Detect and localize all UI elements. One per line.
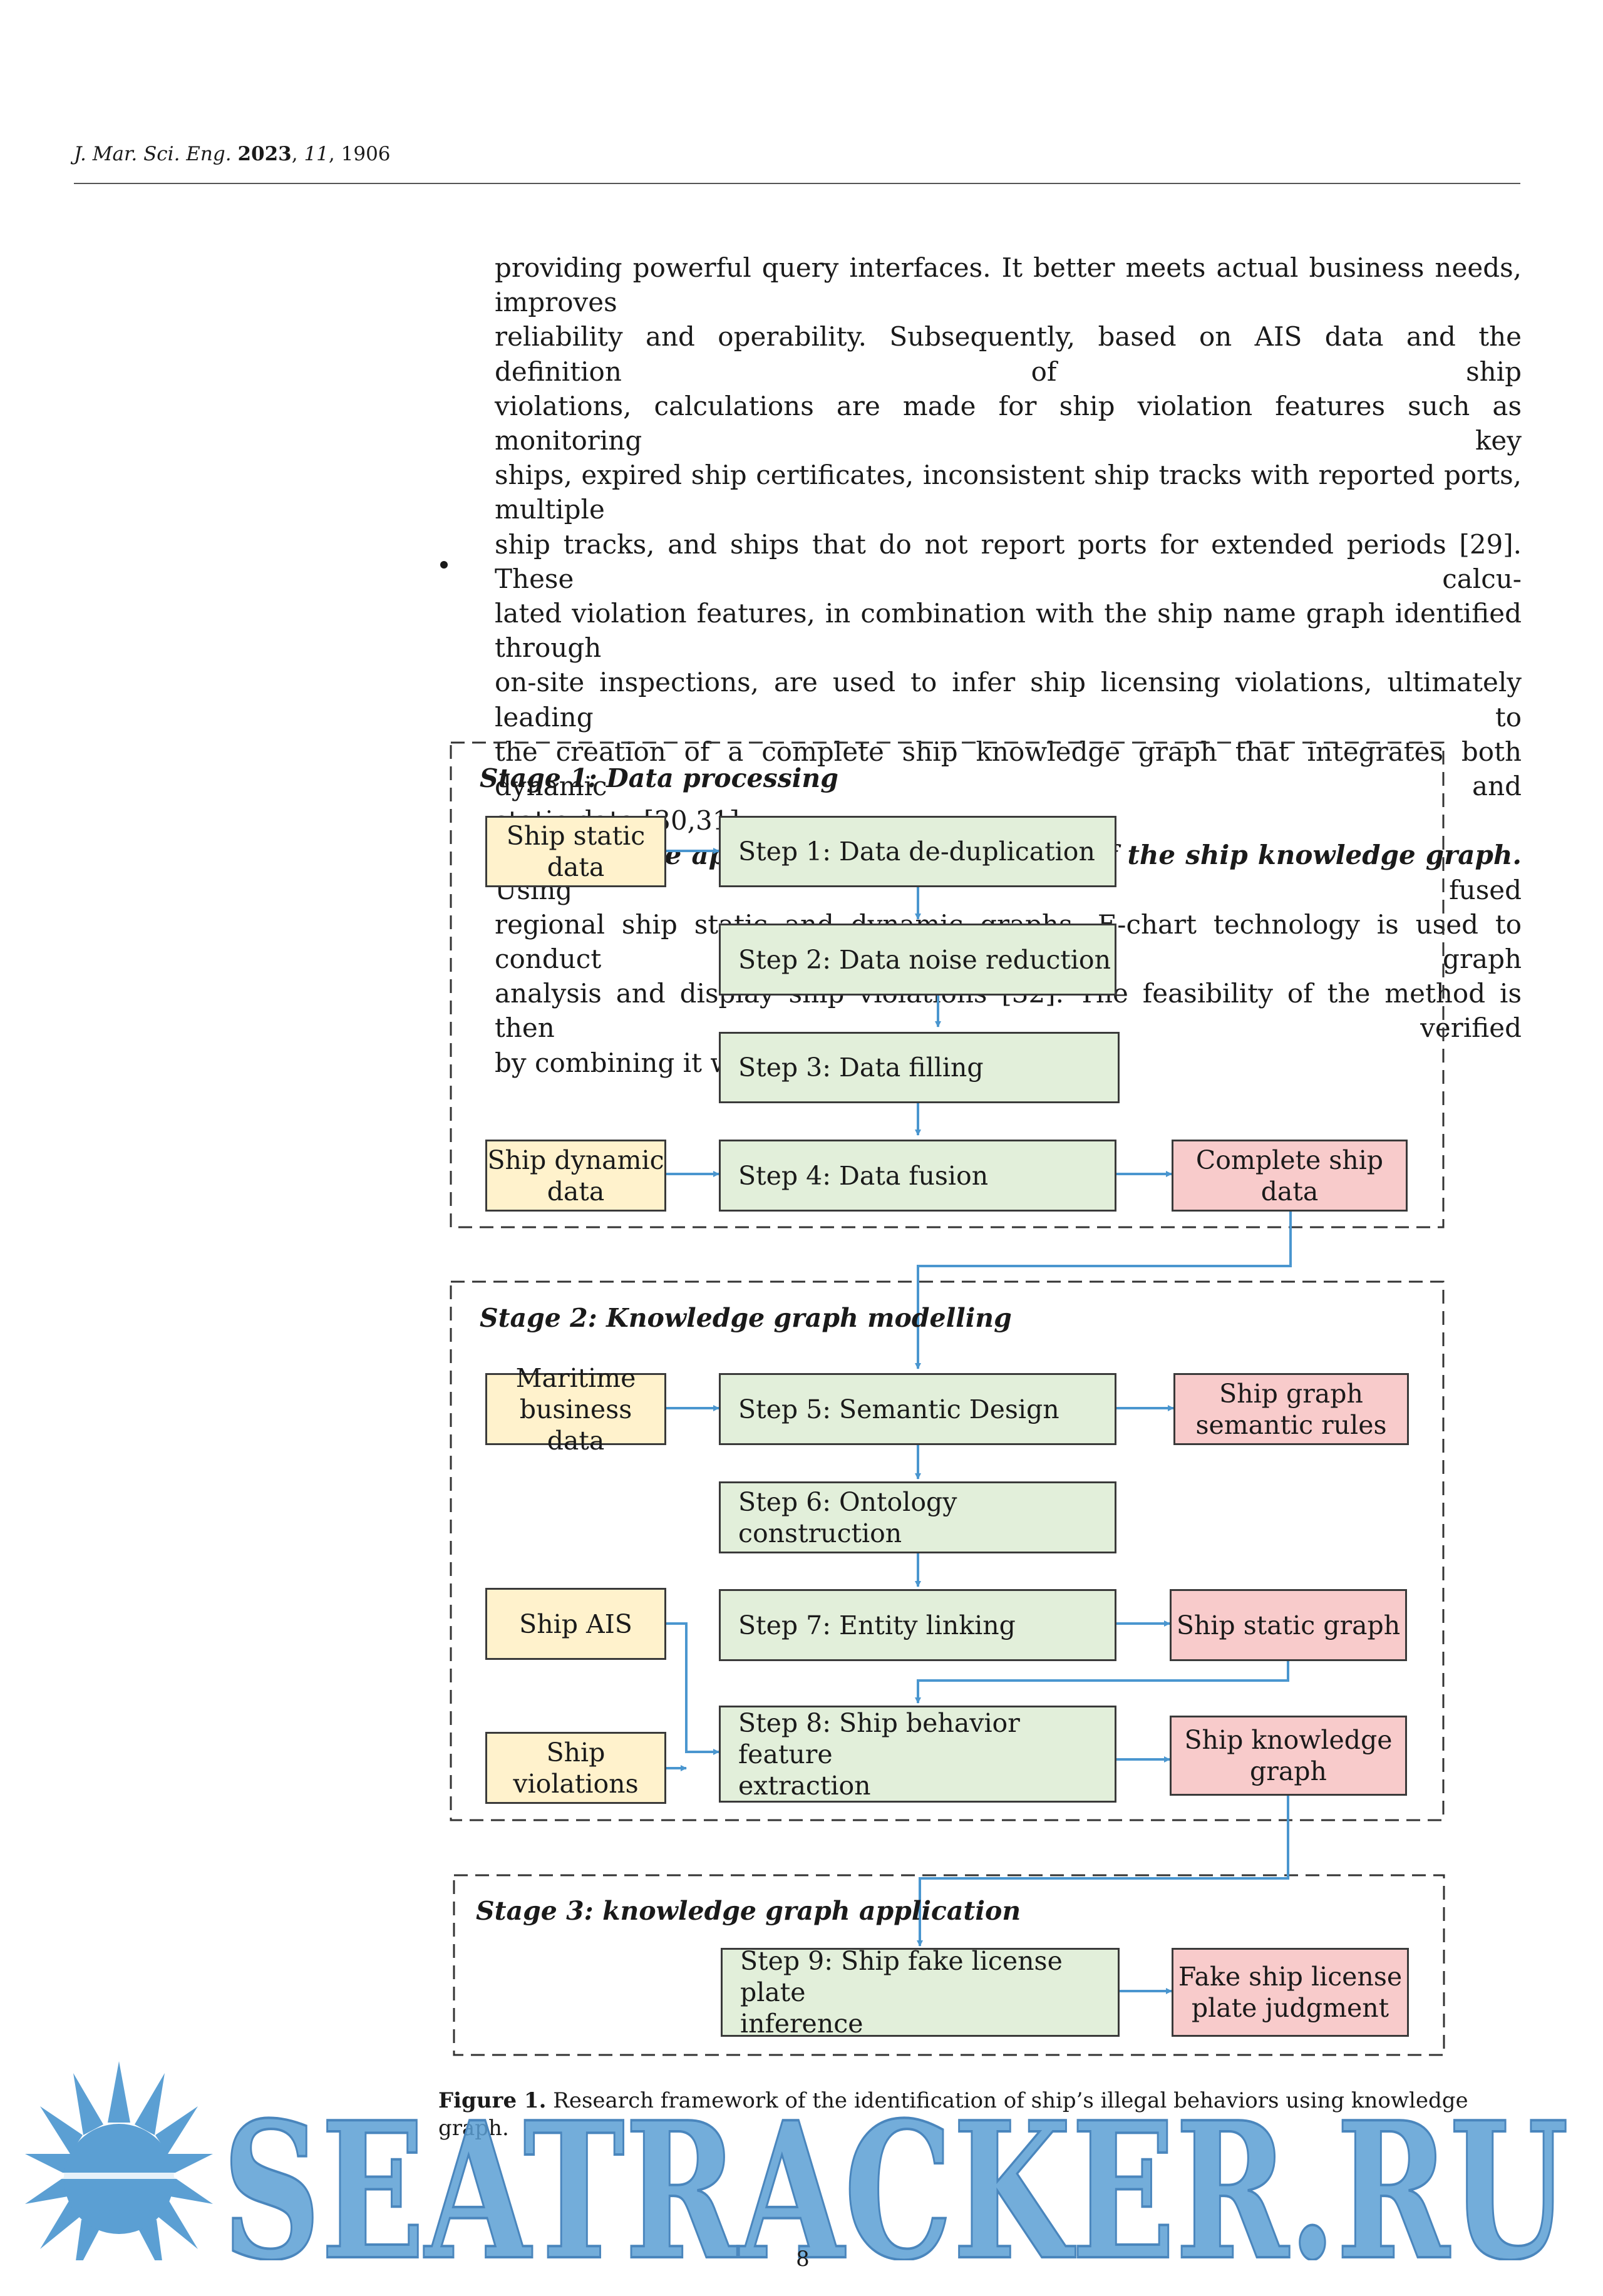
bullet-dot xyxy=(440,561,448,569)
box-line: Complete ship xyxy=(1195,1145,1384,1175)
input-ship-dynamic-data: Ship dynamic data xyxy=(485,1140,666,1212)
running-header: J. Mar. Sci. Eng. 2023, 11, 1906 xyxy=(74,143,391,165)
watermark-logo: SEATRACKER.RU xyxy=(25,2061,1570,2260)
sun-burst-icon xyxy=(25,2061,213,2260)
output-fake-ship-license-plate-judgment: Fake ship license plate judgment xyxy=(1172,1948,1409,2037)
output-complete-ship-data: Complete ship data xyxy=(1172,1140,1408,1212)
arrow-ais-to-step8 xyxy=(666,1622,719,1755)
stage2-frame xyxy=(450,1280,1445,1821)
stage1-frame xyxy=(450,741,1445,1228)
output-ship-static-graph: Ship static graph xyxy=(1170,1589,1407,1661)
box-line: Step 9: Ship fake license plate xyxy=(740,1946,1063,2007)
body-line: reliability and operability. Subsequentl… xyxy=(495,321,1522,387)
step5-box: Step 5: Semantic Design xyxy=(719,1373,1116,1445)
step6-box: Step 6: Ontology construction xyxy=(719,1481,1116,1553)
input-ship-violations: Ship violations xyxy=(485,1732,666,1804)
box-line: Step 7: Entity linking xyxy=(738,1610,1016,1640)
box-line: Ship xyxy=(546,1737,606,1768)
box-line: business data xyxy=(519,1394,632,1456)
box-line: Step 4: Data fusion xyxy=(738,1160,989,1191)
box-line: Ship graph xyxy=(1219,1378,1363,1409)
input-maritime-business-data: Maritime business data xyxy=(485,1363,666,1456)
input-ship-ais: Ship AIS xyxy=(485,1588,666,1660)
arrow-static-graph-to-step8 xyxy=(915,1661,1289,1704)
journal-name: J. Mar. Sci. Eng. xyxy=(74,143,232,165)
box-line: inference xyxy=(740,2009,863,2039)
stage3-label: Stage 3: knowledge graph application xyxy=(476,1896,1021,1926)
arrow-knowledge-graph-to-step9 xyxy=(917,1796,1289,1947)
box-line: Step 2: Data noise reduction xyxy=(738,944,1111,975)
box-line: data xyxy=(547,852,605,882)
page-number: 8 xyxy=(796,2247,810,2272)
body-line: providing powerful query interfaces. It … xyxy=(495,252,1522,318)
box-line: extraction xyxy=(738,1770,871,1801)
connector-arrows xyxy=(666,848,1292,1994)
body-line: on-site inspections, are used to infer s… xyxy=(495,667,1522,733)
arrow-complete-to-step5 xyxy=(915,1212,1292,1369)
box-line: Ship static xyxy=(506,821,646,851)
body-line: lated violation features, in combination… xyxy=(495,598,1522,664)
step2-box: Step 2: Data noise reduction xyxy=(719,924,1116,996)
box-line: Fake ship license xyxy=(1178,1962,1403,1992)
box-line: Ship dynamic xyxy=(487,1145,664,1175)
box-line: data xyxy=(547,1176,605,1207)
watermark-text: SEATRACKER.RU xyxy=(222,2081,1569,2260)
step1-box: Step 1: Data de-duplication xyxy=(719,816,1116,887)
body-line: ships, expired ship certificates, incons… xyxy=(495,460,1522,525)
box-line: data xyxy=(1260,1176,1319,1207)
box-line: plate judgment xyxy=(1191,1993,1389,2023)
box-line: Maritime xyxy=(515,1362,636,1393)
output-ship-knowledge-graph: Ship knowledge graph xyxy=(1170,1716,1407,1796)
output-ship-graph-semantic-rules: Ship graph semantic rules xyxy=(1173,1373,1409,1445)
figure-caption-text: Research framework of the identification… xyxy=(438,2088,1468,2141)
step9-box: Step 9: Ship fake license plate inferenc… xyxy=(721,1946,1120,2039)
box-line: Step 1: Data de-duplication xyxy=(738,837,1095,867)
article-number: 1906 xyxy=(341,143,391,165)
box-line: graph xyxy=(1250,1756,1327,1786)
box-line: Step 6: Ontology construction xyxy=(738,1486,957,1548)
box-line: violations xyxy=(513,1768,639,1799)
stage3-frame xyxy=(453,1874,1445,2056)
box-line: Ship AIS xyxy=(519,1609,632,1639)
box-line: Step 5: Semantic Design xyxy=(738,1394,1059,1424)
body-line: violations, calculations are made for sh… xyxy=(495,390,1522,456)
step3-box: Step 3: Data filling xyxy=(719,1032,1120,1103)
journal-volume: 11 xyxy=(304,143,329,165)
body-line: ship tracks, and ships that do not repor… xyxy=(495,528,1522,594)
box-line: Step 8: Ship behavior feature xyxy=(738,1707,1020,1769)
box-line: Ship static graph xyxy=(1176,1610,1401,1640)
figure-label: Figure 1. xyxy=(438,2088,547,2113)
box-line: semantic rules xyxy=(1195,1409,1387,1440)
step8-box: Step 8: Ship behavior feature extraction xyxy=(719,1706,1116,1803)
step7-box: Step 7: Entity linking xyxy=(719,1589,1116,1661)
box-line: Ship knowledge xyxy=(1184,1725,1393,1755)
body-line: the creation of a complete ship knowledg… xyxy=(495,736,1522,802)
input-ship-static-data: Ship static data xyxy=(485,816,666,887)
step4-box: Step 4: Data fusion xyxy=(719,1140,1116,1212)
figure-caption: Figure 1. Research framework of the iden… xyxy=(438,2087,1528,2142)
box-line: Step 3: Data filling xyxy=(738,1053,984,1083)
stage2-label: Stage 2: Knowledge graph modelling xyxy=(480,1303,1012,1333)
journal-year: 2023 xyxy=(237,143,292,165)
header-rule xyxy=(74,183,1520,184)
stage1-label: Stage 1: Data processing xyxy=(480,763,838,793)
